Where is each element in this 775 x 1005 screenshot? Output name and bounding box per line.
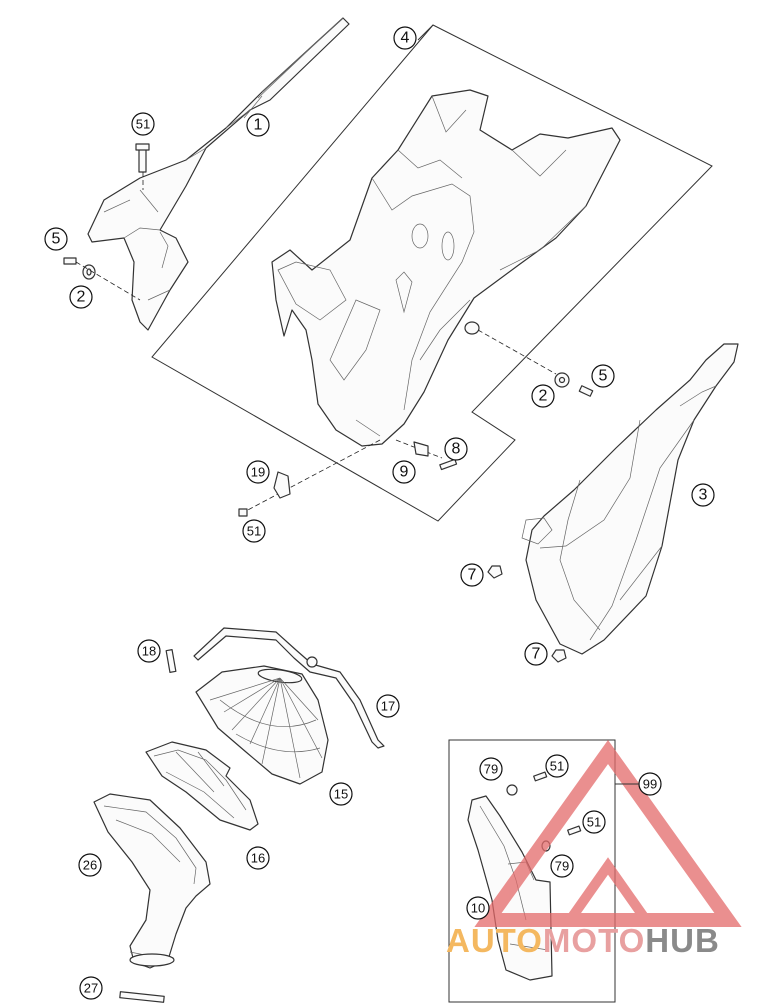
svg-text:7: 7 [532,646,541,663]
part-4-airbox [271,89,621,447]
svg-text:79: 79 [555,859,569,874]
part-15-air-filter [195,665,329,785]
svg-text:16: 16 [251,851,265,866]
svg-text:19: 19 [251,465,265,480]
screw-8 [439,458,458,471]
svg-text:1: 1 [254,117,263,134]
svg-text:9: 9 [400,464,409,481]
svg-text:79: 79 [484,762,498,777]
callout-26: 26 [78,853,102,877]
washer-2-right [554,372,570,388]
svg-text:51: 51 [550,759,564,774]
clip-9 [413,441,429,457]
svg-text:5: 5 [599,368,608,385]
bolt-51-upper-left [135,143,150,173]
fastener-7-upper [487,565,503,579]
part-27-clamp [119,991,165,1003]
callout-79-lower: 79 [550,854,574,878]
callout-51-lower: 51 [242,519,266,543]
washer-2-left [82,264,96,280]
part-26-intake-duct [93,793,211,969]
callout-17: 17 [376,694,400,718]
nut-51-lower [238,508,248,517]
svg-text:10: 10 [471,901,485,916]
svg-text:5: 5 [52,231,61,248]
bolt-5-right [578,385,594,397]
watermark-word-moto: MOTO [543,922,645,959]
callout-3: 3 [691,483,715,507]
callout-7-lower: 7 [524,642,548,666]
callout-4: 4 [393,26,417,50]
watermark-word-hub: HUB [645,922,720,959]
svg-text:3: 3 [699,487,708,504]
airbox-group-frame [151,24,713,522]
leader-left-hardware [75,261,141,301]
callout-27: 27 [79,976,103,1000]
callout-1: 1 [246,113,270,137]
svg-text:4: 4 [401,30,410,47]
svg-text:2: 2 [77,289,86,306]
callout-19: 19 [246,460,270,484]
fastener-7-lower [551,649,567,663]
watermark-logo [474,739,742,927]
part-18-screw [165,649,177,673]
svg-text:51: 51 [247,524,261,539]
clip-19 [273,471,291,499]
bolt-5-left [63,257,77,265]
svg-text:7: 7 [468,567,477,584]
callout-8: 8 [444,437,468,461]
part-16-filter-cage [145,741,259,831]
part-3-side-cover [521,343,739,655]
leader-airbox-right [477,329,557,375]
callout-18: 18 [137,639,161,663]
callout-15: 15 [329,782,353,806]
leader-airbox-bottom [243,439,381,513]
callout-7-upper: 7 [460,563,484,587]
callout-5-left: 5 [44,227,68,251]
callout-99: 99 [638,772,662,796]
bolt-51-inset-lower [567,825,582,836]
svg-text:51: 51 [587,815,601,830]
callout-51-inset-lower: 51 [582,810,606,834]
svg-text:27: 27 [84,981,98,996]
svg-text:8: 8 [452,441,461,458]
watermark-word-auto: AUTO [446,922,543,959]
callout-51-upper-left: 51 [131,112,155,136]
callout-79-upper: 79 [479,757,503,781]
svg-text:15: 15 [334,787,348,802]
svg-text:17: 17 [381,699,395,714]
callout-2-left: 2 [69,285,93,309]
callout-51-inset-upper: 51 [545,754,569,778]
callout-16: 16 [246,846,270,870]
callout-5-right: 5 [591,364,615,388]
svg-text:99: 99 [643,777,657,792]
part-17-filter-holder [193,627,385,749]
svg-text:18: 18 [142,644,156,659]
callout-4-leader [417,24,434,41]
callout-2-right: 2 [531,384,555,408]
watermark-text: AUTOMOTOHUB [446,922,720,959]
svg-text:51: 51 [136,117,150,132]
part-1-frame-guard [87,17,350,331]
svg-text:26: 26 [83,858,97,873]
callout-9: 9 [392,460,416,484]
bolt-51-inset-upper [533,771,548,782]
callout-10: 10 [466,896,490,920]
svg-text:2: 2 [539,388,548,405]
washer-79-upper [506,784,518,796]
